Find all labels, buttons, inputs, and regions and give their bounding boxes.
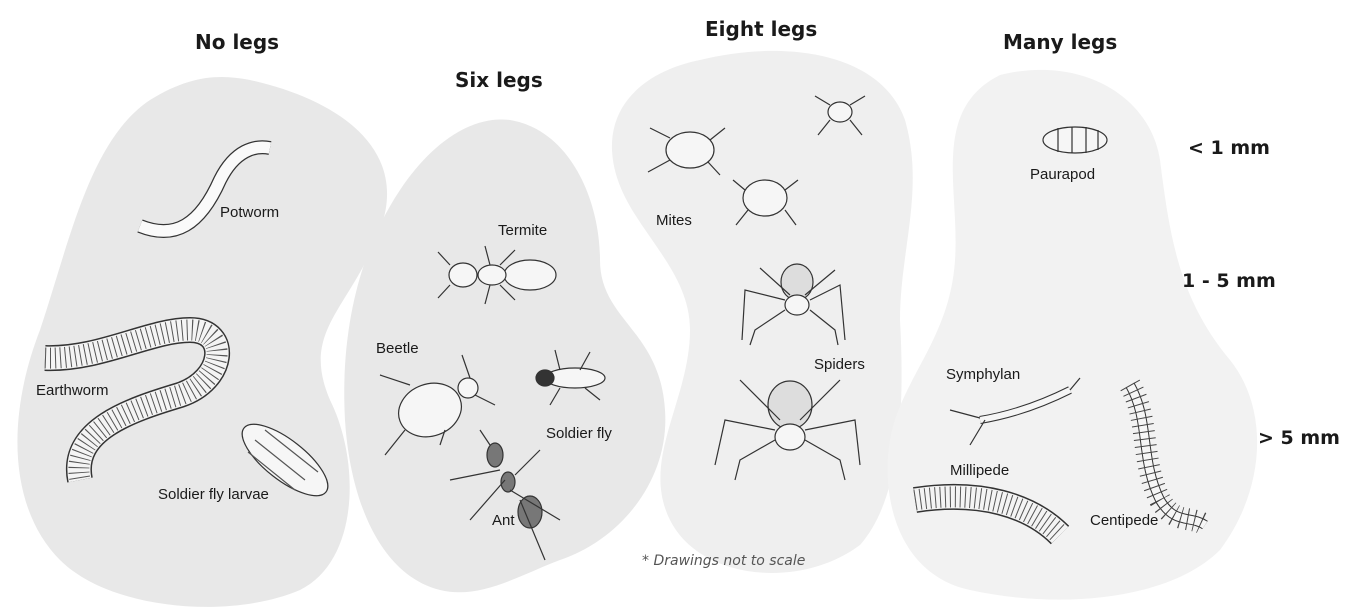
label-soldier-fly: Soldier fly — [546, 425, 612, 442]
paurapod-drawing — [1043, 127, 1107, 153]
label-earthworm: Earthworm — [36, 382, 109, 399]
label-centipede: Centipede — [1090, 512, 1158, 529]
scale-note: * Drawings not to scale — [642, 553, 805, 569]
size-class-medium: 1 - 5 mm — [1182, 270, 1276, 292]
label-termite: Termite — [498, 222, 547, 239]
size-class-large: > 5 mm — [1258, 427, 1340, 449]
label-millipede: Millipede — [950, 462, 1009, 479]
label-symphylan: Symphylan — [946, 366, 1020, 383]
heading-eight-legs: Eight legs — [705, 17, 817, 41]
heading-six-legs: Six legs — [455, 68, 543, 92]
heading-no-legs: No legs — [195, 30, 279, 54]
heading-many-legs: Many legs — [1003, 30, 1117, 54]
size-class-small: < 1 mm — [1188, 137, 1270, 159]
label-paurapod: Paurapod — [1030, 166, 1095, 183]
label-potworm: Potworm — [220, 204, 279, 221]
label-soldier-fly-larvae: Soldier fly larvae — [158, 486, 269, 503]
label-mites: Mites — [656, 212, 692, 229]
label-ant: Ant — [492, 512, 515, 529]
label-beetle: Beetle — [376, 340, 419, 357]
eight-legs-region — [612, 51, 913, 573]
label-spiders: Spiders — [814, 356, 865, 373]
